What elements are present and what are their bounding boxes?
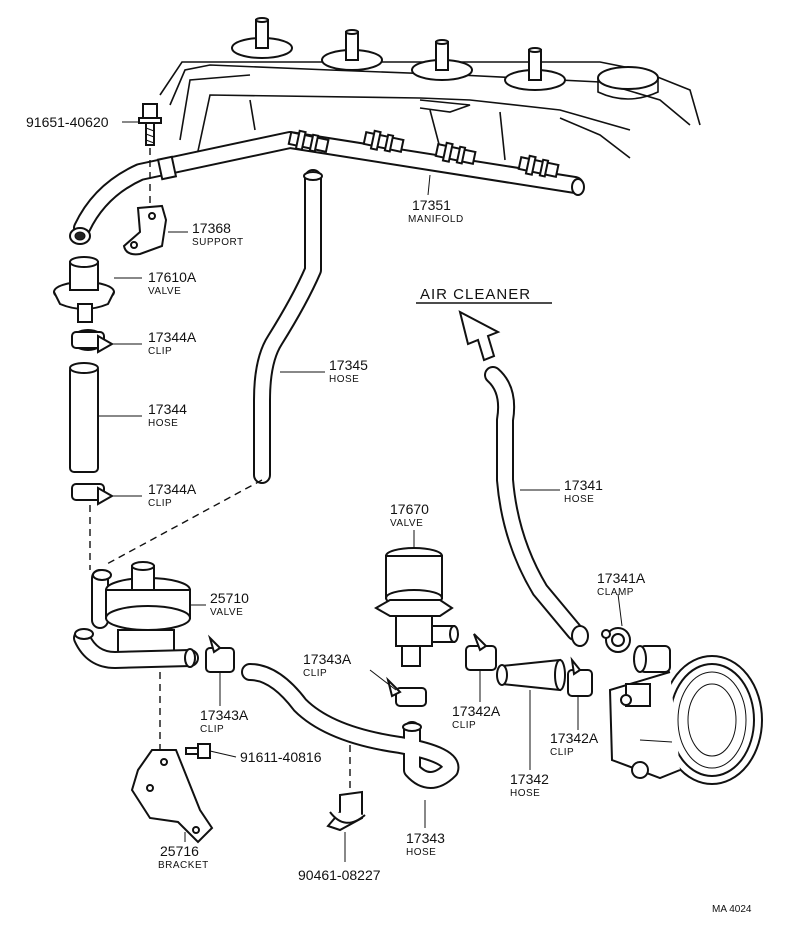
label-support-17368: 17368 bbox=[192, 220, 231, 236]
manifold-pipe bbox=[69, 129, 585, 245]
hose-17344-part bbox=[69, 362, 142, 473]
label-clip-17342a-right: 17342A bbox=[550, 730, 599, 746]
part-labels: 91651-40620 17368 SUPPORT 17610A VALVE 1… bbox=[26, 114, 752, 915]
label-hose-17343: 17343 bbox=[406, 830, 445, 846]
clip-90461-part bbox=[326, 790, 366, 862]
label-clamp-17341a-sub: CLAMP bbox=[597, 587, 634, 598]
hose-17341-part bbox=[484, 366, 589, 647]
label-bolt-91651: 91651-40620 bbox=[26, 114, 109, 130]
bolt-91651-part bbox=[122, 103, 162, 210]
label-clip-17342a-right-sub: CLIP bbox=[550, 747, 574, 758]
label-valve-17610a-sub: VALVE bbox=[148, 286, 181, 297]
air-cleaner-arrow bbox=[416, 302, 552, 362]
label-clip-17343a-lower: 17343A bbox=[200, 707, 249, 723]
label-hose-17342: 17342 bbox=[510, 771, 549, 787]
bolt-91611-part bbox=[185, 743, 237, 759]
valve-17670-part bbox=[373, 530, 459, 667]
label-clip-90461: 90461-08227 bbox=[298, 867, 381, 883]
label-valve-17670: 17670 bbox=[390, 501, 429, 517]
label-manifold-17351-sub: MANIFOLD bbox=[408, 214, 464, 225]
clip-17344a-top-part bbox=[71, 329, 142, 354]
label-valve-25710-sub: VALVE bbox=[210, 607, 243, 618]
label-bolt-91611: 91611-40816 bbox=[240, 749, 322, 765]
label-hose-17344: 17344 bbox=[148, 401, 187, 417]
label-clip-17343a-lower-sub: CLIP bbox=[200, 724, 224, 735]
label-hose-17341: 17341 bbox=[564, 477, 603, 493]
air-pump-body bbox=[608, 645, 763, 785]
hose-17345-part bbox=[104, 169, 325, 566]
manifold-nozzles bbox=[287, 129, 560, 178]
label-clip-17342a-left-sub: CLIP bbox=[452, 720, 476, 731]
label-bracket-25716: 25716 bbox=[160, 843, 199, 859]
label-clip-17342a-left: 17342A bbox=[452, 703, 501, 719]
head-studs bbox=[231, 17, 566, 91]
label-hose-17341-sub: HOSE bbox=[564, 494, 594, 505]
label-bracket-25716-sub: BRACKET bbox=[158, 860, 209, 871]
clip-17343a-left-part bbox=[205, 634, 235, 706]
engine-head-outline bbox=[159, 17, 701, 166]
label-hose-17343-sub: HOSE bbox=[406, 847, 436, 858]
label-clip-17344a-top: 17344A bbox=[148, 329, 197, 345]
label-clip-17344a-top-sub: CLIP bbox=[148, 346, 172, 357]
hose-17343-part bbox=[241, 663, 460, 828]
clip-17342a-left-part bbox=[465, 633, 497, 702]
label-hose-17344-sub: HOSE bbox=[148, 418, 178, 429]
clamp-17341a-part bbox=[601, 593, 631, 653]
label-clip-17344a-bottom-sub: CLIP bbox=[148, 498, 172, 509]
label-support-17368-sub: SUPPORT bbox=[192, 237, 244, 248]
label-valve-17610a: 17610A bbox=[148, 269, 197, 285]
label-hose-17342-sub: HOSE bbox=[510, 788, 540, 799]
valve-25710-part bbox=[73, 561, 206, 750]
hose-17342-part bbox=[496, 658, 566, 770]
label-hose-17345: 17345 bbox=[329, 357, 368, 373]
valve-17610a-part bbox=[53, 256, 142, 323]
label-clamp-17341a: 17341A bbox=[597, 570, 646, 586]
air-cleaner-label: AIR CLEANER bbox=[420, 286, 531, 303]
label-valve-25710: 25710 bbox=[210, 590, 249, 606]
support-17368-part bbox=[122, 204, 188, 256]
label-clip-17344a-bottom: 17344A bbox=[148, 481, 197, 497]
clip-17343a-center-part bbox=[369, 669, 427, 707]
bracket-25716-part bbox=[130, 749, 214, 844]
label-manifold-17351: 17351 bbox=[412, 197, 451, 213]
label-clip-17343a-upper: 17343A bbox=[303, 651, 352, 667]
clip-17342a-right-part bbox=[567, 656, 593, 730]
label-hose-17345-sub: HOSE bbox=[329, 374, 359, 385]
footer-code: MA 4024 bbox=[712, 904, 752, 915]
label-clip-17343a-upper-sub: CLIP bbox=[303, 668, 327, 679]
label-valve-17670-sub: VALVE bbox=[390, 518, 423, 529]
clip-17344a-bottom-part bbox=[71, 483, 142, 570]
